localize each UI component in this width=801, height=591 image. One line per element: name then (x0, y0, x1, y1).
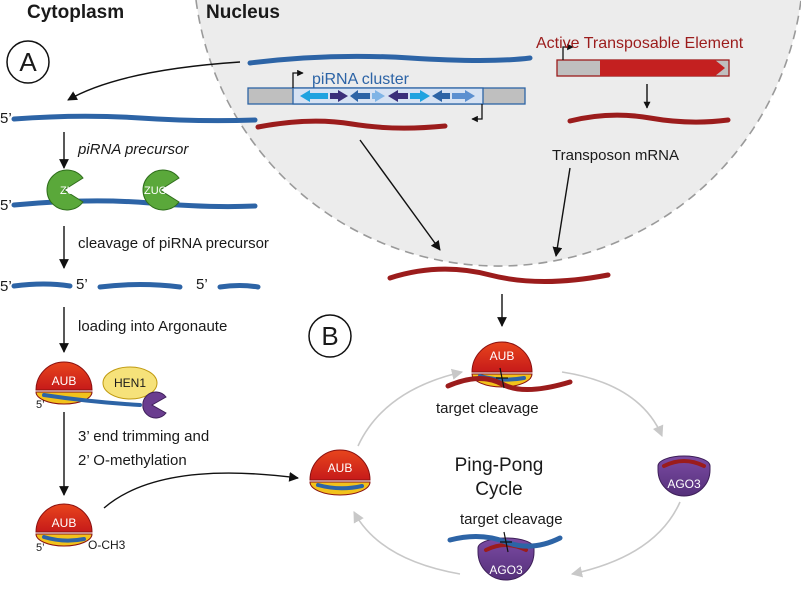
loading-label: loading into Argonaute (78, 318, 227, 335)
svg-text:5’: 5’ (36, 399, 45, 411)
cluster-transcript-red (255, 118, 448, 131)
zuc-protein-2: ZUC (142, 169, 180, 211)
aub-mature-complex: AUB 5’ O-CH3 (35, 503, 126, 554)
precursor-label: piRNA precursor (77, 141, 189, 158)
panel-a-marker: A (6, 40, 50, 84)
cluster-transcript-blue (247, 53, 533, 66)
ago3-label-bottom: AGO3 (489, 563, 523, 577)
five-prime-label-3: 5’ (0, 278, 12, 295)
fragment-1 (11, 281, 73, 289)
svg-text:5’: 5’ (36, 542, 45, 554)
five-prime-label-5: 5’ (196, 276, 208, 293)
fragment-3 (217, 283, 261, 290)
pingpong-title-2: Cycle (475, 479, 523, 500)
cluster-fragments (300, 90, 475, 102)
panel-b-marker: B (308, 314, 352, 358)
export-arrow-te-mrna (552, 167, 571, 257)
entry-arrow-to-cycle (103, 472, 299, 509)
aub-loading-complex: AUB HEN1 5’ (35, 361, 167, 419)
precursor-rna-bound (11, 198, 258, 210)
aub-label-left: AUB (328, 461, 353, 475)
pirna-cluster-locus (247, 53, 533, 131)
svg-text:A: A (19, 47, 37, 77)
pingpong-title-1: Ping-Pong (455, 455, 544, 476)
ago3-target-complex: AGO3 (447, 531, 563, 581)
target-cleavage-label-top: target cleavage (436, 400, 539, 417)
trimming-label-2: 2’ O-methylation (78, 452, 187, 469)
cycle-arrows (353, 368, 681, 578)
pirna-cluster-label: piRNA cluster (312, 71, 410, 88)
aub-label-top: AUB (490, 349, 515, 363)
transposon-mrna-label: Transposon mRNA (552, 147, 679, 164)
cytoplasm-header: Cytoplasm (27, 2, 124, 23)
methyl-label: O-CH3 (88, 538, 126, 552)
five-prime-label-2: 5’ (0, 197, 12, 214)
active-te-label: Active Transposable Element (536, 35, 744, 52)
five-prime-label-1: 5’ (0, 110, 12, 127)
export-arrow-precursor (67, 61, 241, 101)
aub-label-2: AUB (52, 516, 77, 530)
zuc-protein-1: ZUC (46, 169, 84, 211)
ago3-cycle-complex: AGO3 (657, 455, 711, 497)
aub-target-complex: AUB (445, 341, 573, 393)
trimming-label-1: 3’ end trimming and (78, 428, 209, 445)
precursor-rna (11, 113, 258, 124)
transposon-mrna (567, 112, 731, 125)
hen1-label: HEN1 (114, 376, 146, 390)
export-arrow-cluster-red (359, 139, 441, 251)
promoter-arrow-forward (292, 69, 304, 88)
cytoplasmic-transposon-rna (387, 266, 611, 284)
promoter-arrow-reverse (471, 104, 483, 123)
svg-text:ZUC: ZUC (60, 185, 83, 197)
cleavage-label: cleavage of piRNA precursor (78, 235, 269, 252)
nucleus-header: Nucleus (206, 2, 280, 23)
five-prime-label-4: 5’ (76, 276, 88, 293)
svg-text:ZUC: ZUC (144, 185, 167, 197)
aub-label-1: AUB (52, 374, 77, 388)
ago3-label-right: AGO3 (667, 477, 701, 491)
svg-text:B: B (321, 321, 338, 351)
target-cleavage-label-bottom: target cleavage (460, 511, 563, 528)
fragment-2 (97, 282, 183, 290)
aub-cycle-complex: AUB (309, 449, 371, 496)
transposable-element-locus (556, 43, 731, 125)
